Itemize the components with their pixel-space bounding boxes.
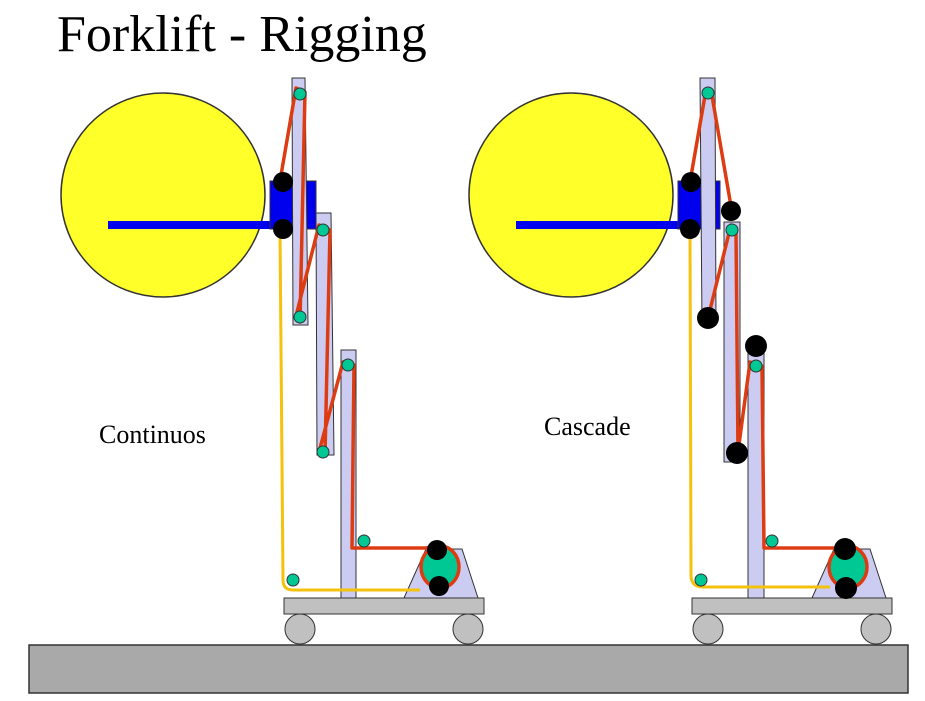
wheel	[452, 613, 484, 645]
idler-pulley	[357, 534, 371, 548]
chain-anchor	[273, 172, 293, 192]
page-title: Forklift - Rigging	[57, 6, 427, 63]
base-platform	[691, 597, 893, 615]
fork-tine	[516, 221, 688, 229]
chain-anchor	[680, 219, 700, 239]
chain-anchor	[427, 540, 447, 560]
wheel	[860, 613, 892, 645]
chain-anchor	[681, 172, 701, 192]
wheel	[692, 613, 724, 645]
forklift-cascade	[468, 77, 893, 645]
chain-anchor	[697, 307, 719, 329]
load-drum	[60, 92, 266, 298]
label-continuous: Continuos	[99, 420, 206, 449]
chain-anchor	[721, 201, 741, 221]
chain-anchor	[745, 335, 767, 357]
idler-pulley	[316, 445, 330, 459]
idler-pulley	[286, 573, 300, 587]
idler-pulley	[765, 534, 779, 548]
idler-pulley	[316, 223, 330, 237]
idler-pulley	[749, 359, 763, 373]
idler-pulley	[341, 358, 355, 372]
wheel	[284, 613, 316, 645]
base-platform	[283, 597, 485, 615]
hydraulic-hose	[688, 231, 830, 589]
chain-anchor	[429, 576, 449, 596]
idler-pulley	[293, 87, 307, 101]
fork-tine	[108, 221, 280, 229]
load-drum	[468, 92, 674, 298]
label-cascade: Cascade	[544, 412, 631, 441]
idler-pulley	[293, 310, 307, 324]
chain-anchor	[273, 219, 293, 239]
forklift-continuous	[60, 77, 485, 645]
idler-pulley	[701, 86, 715, 100]
idler-pulley	[694, 573, 708, 587]
ground	[28, 644, 909, 694]
idler-pulley	[725, 223, 739, 237]
chain-anchor	[835, 577, 857, 599]
chain-anchor	[726, 442, 748, 464]
hydraulic-hose	[278, 231, 420, 592]
chain-anchor	[834, 538, 856, 560]
